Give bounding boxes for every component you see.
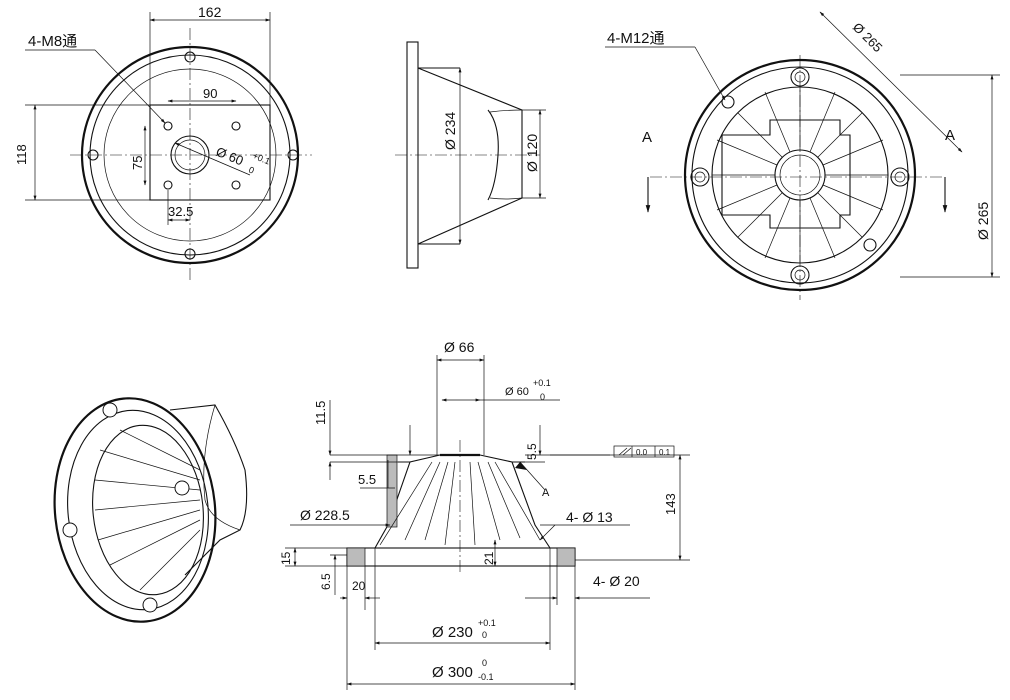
front-bore-diameter: Ø 60	[214, 144, 246, 168]
rear-thread-callout: 4-M12通	[607, 30, 665, 47]
side-dim-small-dia: Ø 120	[524, 134, 540, 172]
section-dim-holes-13: 4- Ø 13	[566, 509, 613, 525]
iso-ribs	[94, 429, 201, 591]
section-dim-bore: Ø 60	[505, 386, 529, 398]
section-dim-300: Ø 300	[432, 664, 473, 681]
section-dim-21: 21	[482, 551, 496, 565]
rear-section-label-right: A	[945, 127, 955, 144]
section-dim-20-left: 20	[352, 579, 366, 593]
m8-hole	[163, 121, 241, 190]
rear-view: 4-M12通 Ø 265 Ø 265 A A	[605, 11, 1000, 300]
front-dim-height: 118	[14, 144, 29, 165]
section-ribs	[379, 461, 541, 546]
side-view: Ø 234 Ø 120	[395, 41, 546, 269]
isometric-view	[53, 397, 248, 623]
section-dim-bore-tol-lower: 0	[540, 392, 545, 402]
section-dim-230-tol-upper: +0.1	[478, 618, 496, 628]
front-thread-callout: 4-M8通	[28, 33, 77, 50]
front-bore-tol-lower: 0	[247, 165, 255, 176]
section-dim-11-5: 11.5	[313, 401, 328, 425]
section-dim-230-tol-lower: 0	[482, 630, 487, 640]
rear-dim-bolt-circle: Ø 265	[850, 20, 886, 56]
front-view: 4-M8通 162 90 118 75 32.5 Ø 60 +0.1 0	[14, 4, 312, 280]
front-dim-width: 162	[198, 4, 222, 20]
section-dim-300-tol-lower: -0.1	[478, 672, 494, 682]
rear-section-label-left: A	[642, 129, 652, 146]
section-datum-label: A	[542, 487, 550, 499]
section-dim-bore-tol-upper: +0.1	[533, 378, 551, 388]
front-dim-offset: 32.5	[168, 204, 193, 219]
section-dim-height: 143	[663, 493, 678, 515]
section-dim-228-5: Ø 228.5	[300, 507, 350, 523]
front-bore-tol-upper: +0.1	[251, 151, 271, 167]
section-parallel-datum: 0.1	[659, 448, 671, 457]
section-dim-5-5-right: 5.5	[525, 443, 539, 460]
section-dim-6-5: 6.5	[319, 573, 333, 590]
section-view: Ø 66 Ø 60 +0.1 0 11.5 5.5 5.5 Ø 228.5 15…	[279, 339, 690, 690]
front-dim-hole-spacing-y: 75	[130, 156, 145, 170]
section-dim-15: 15	[279, 551, 293, 565]
rear-dim-outer-dia: Ø 265	[975, 202, 991, 240]
section-dim-230: Ø 230	[432, 624, 473, 641]
side-dim-large-dia: Ø 234	[442, 112, 458, 150]
section-dim-top-dia: Ø 66	[444, 339, 475, 355]
front-dim-hole-spacing-x: 90	[203, 86, 217, 101]
section-dim-300-tol-upper: 0	[482, 658, 487, 668]
section-dim-5-5-left: 5.5	[358, 472, 376, 487]
section-parallel-tol: 0.0	[636, 448, 648, 457]
section-dim-holes-20: 4- Ø 20	[593, 573, 640, 589]
